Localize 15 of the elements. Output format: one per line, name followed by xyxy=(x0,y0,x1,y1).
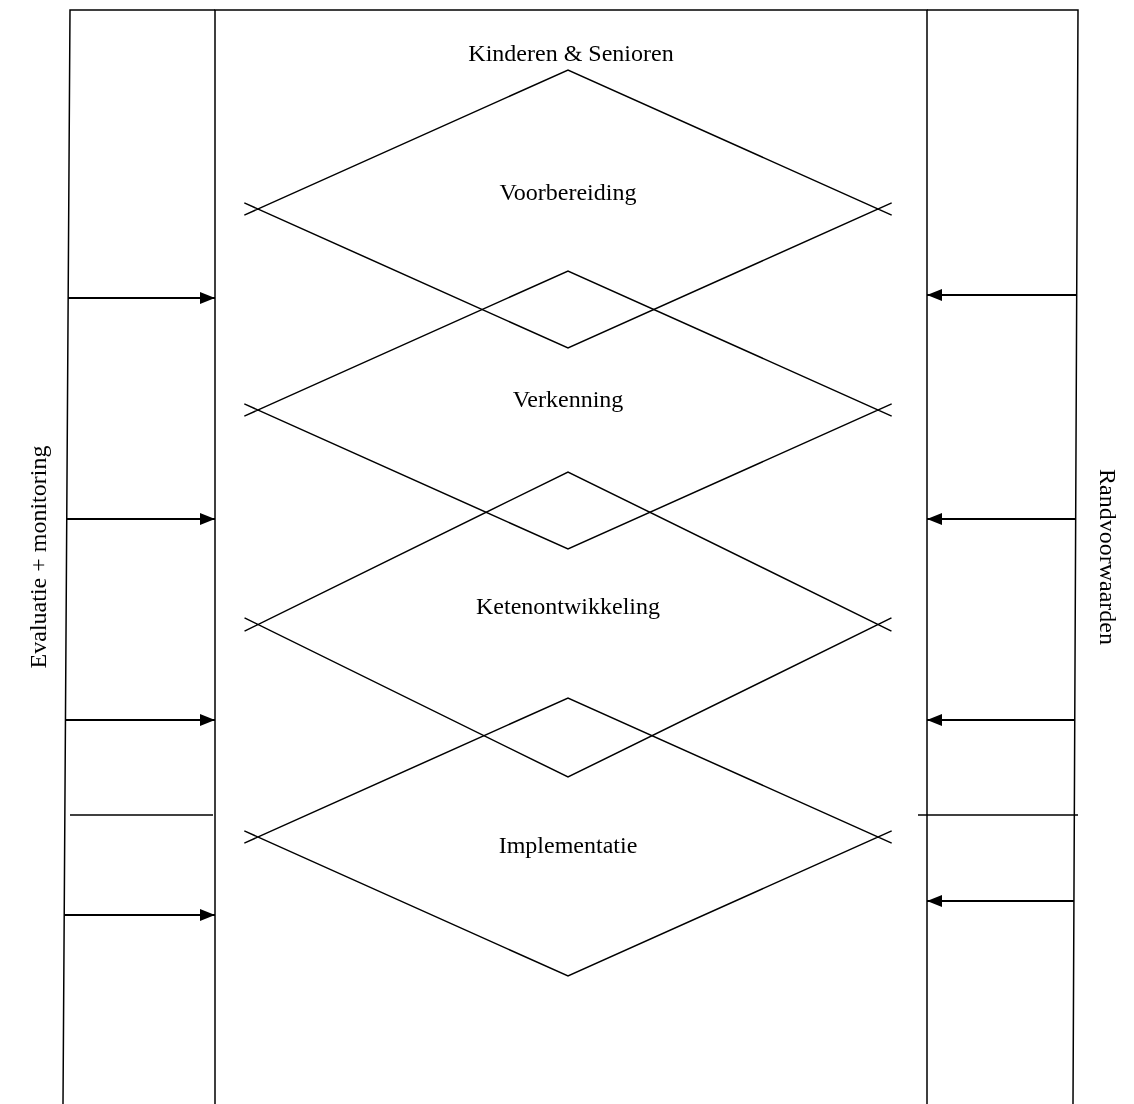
phase-label: Implementatie xyxy=(498,832,638,859)
phase-label: Verkenning xyxy=(512,385,624,413)
side-label: Randvoorwaarden xyxy=(1095,469,1122,645)
arrow xyxy=(926,289,1078,301)
phase-label: Ketenontwikkeling xyxy=(476,593,660,620)
side-label: Evaluatie + monitoring xyxy=(25,445,52,669)
arrow xyxy=(67,292,216,304)
phase-label: Voorbereiding xyxy=(499,179,637,206)
arrow xyxy=(926,513,1077,525)
arrow xyxy=(64,714,216,726)
arrow xyxy=(65,513,216,525)
arrow xyxy=(63,909,216,921)
arrow xyxy=(926,714,1076,726)
arrow xyxy=(926,895,1075,907)
frame-title: Kinderen & Senioren xyxy=(468,40,674,67)
